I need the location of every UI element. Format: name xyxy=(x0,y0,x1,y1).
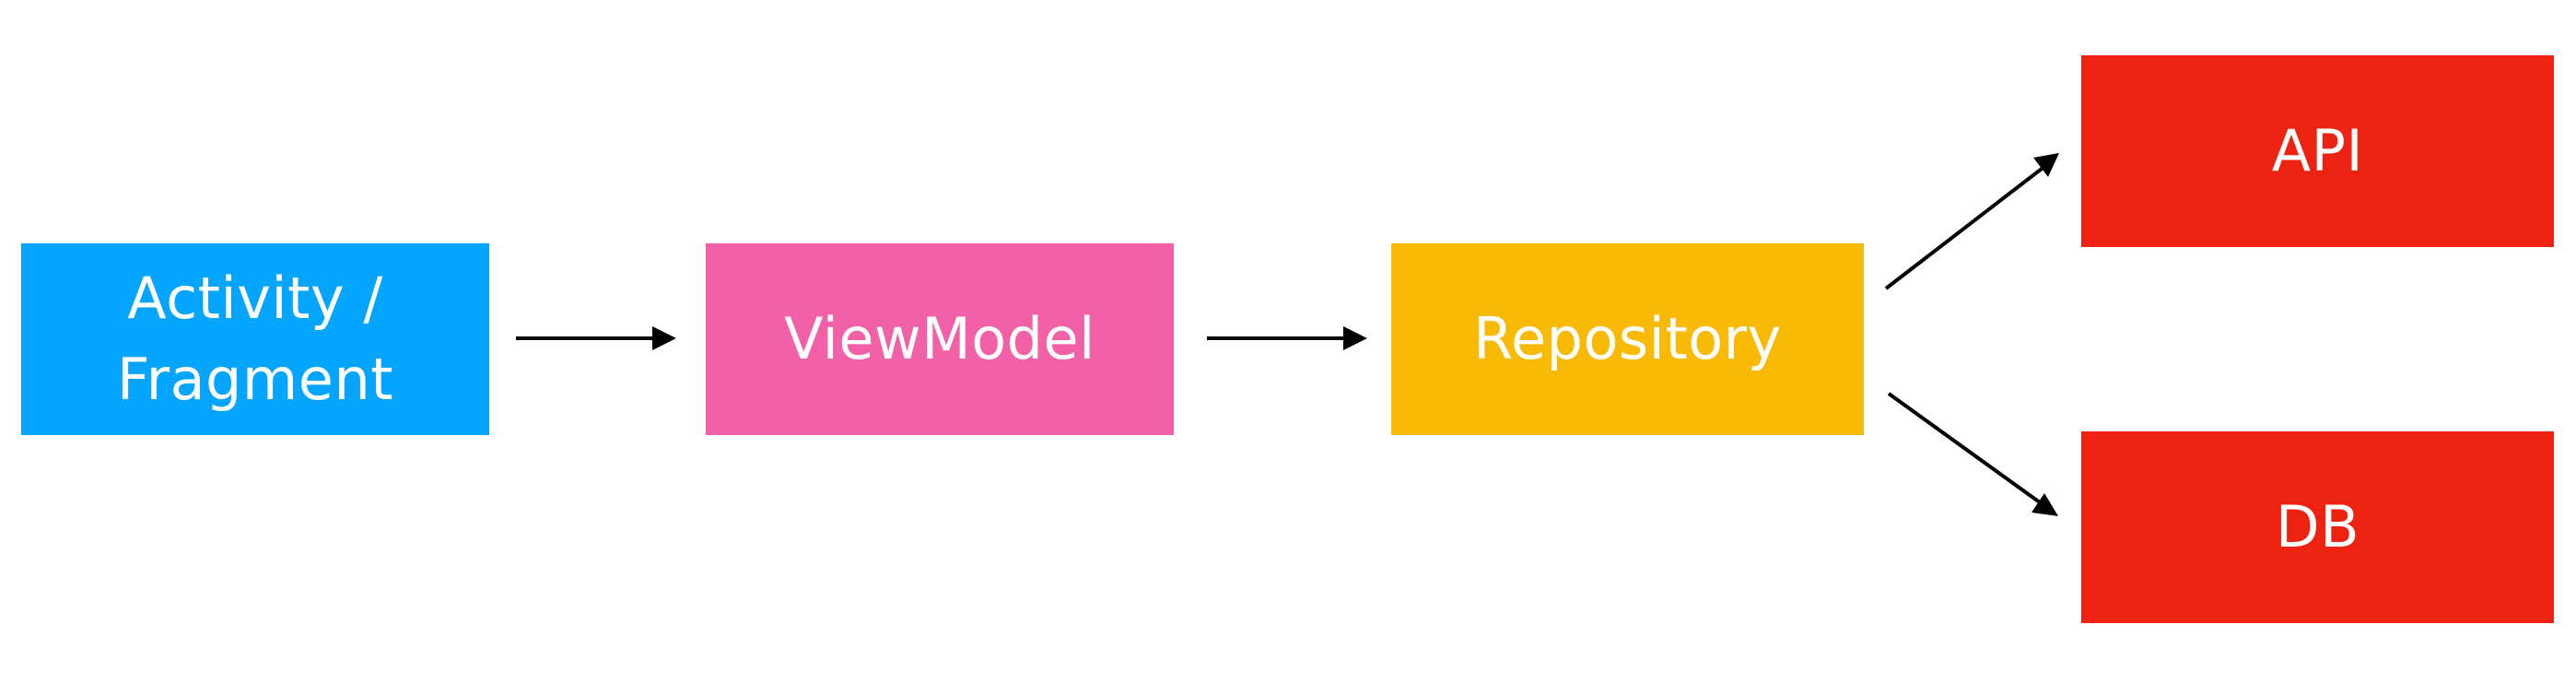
node-viewmodel: ViewModel xyxy=(706,243,1174,435)
node-api: API xyxy=(2081,55,2554,247)
node-label: ViewModel xyxy=(784,305,1095,372)
edge-viewmodel-to-repository xyxy=(1207,326,1367,350)
node-label: DB xyxy=(2275,493,2360,560)
edge-line xyxy=(1887,392,2045,507)
node-label: Fragment xyxy=(116,346,394,413)
node-label: API xyxy=(2271,117,2364,184)
edge-line xyxy=(1884,164,2047,290)
arrowhead-icon xyxy=(1343,326,1367,350)
node-activity-fragment: Activity / Fragment xyxy=(21,243,489,435)
edge-repository-to-db xyxy=(1887,392,2058,516)
node-repository: Repository xyxy=(1391,243,1864,435)
arrowhead-icon xyxy=(2032,493,2058,516)
node-label: Activity / xyxy=(127,265,383,332)
edge-repository-to-api xyxy=(1884,153,2059,290)
node-db: DB xyxy=(2081,431,2554,623)
arrowhead-icon xyxy=(652,326,676,350)
arrowhead-icon xyxy=(2033,153,2059,177)
edge-activity-to-viewmodel xyxy=(516,326,676,350)
node-label: Repository xyxy=(1473,305,1782,372)
